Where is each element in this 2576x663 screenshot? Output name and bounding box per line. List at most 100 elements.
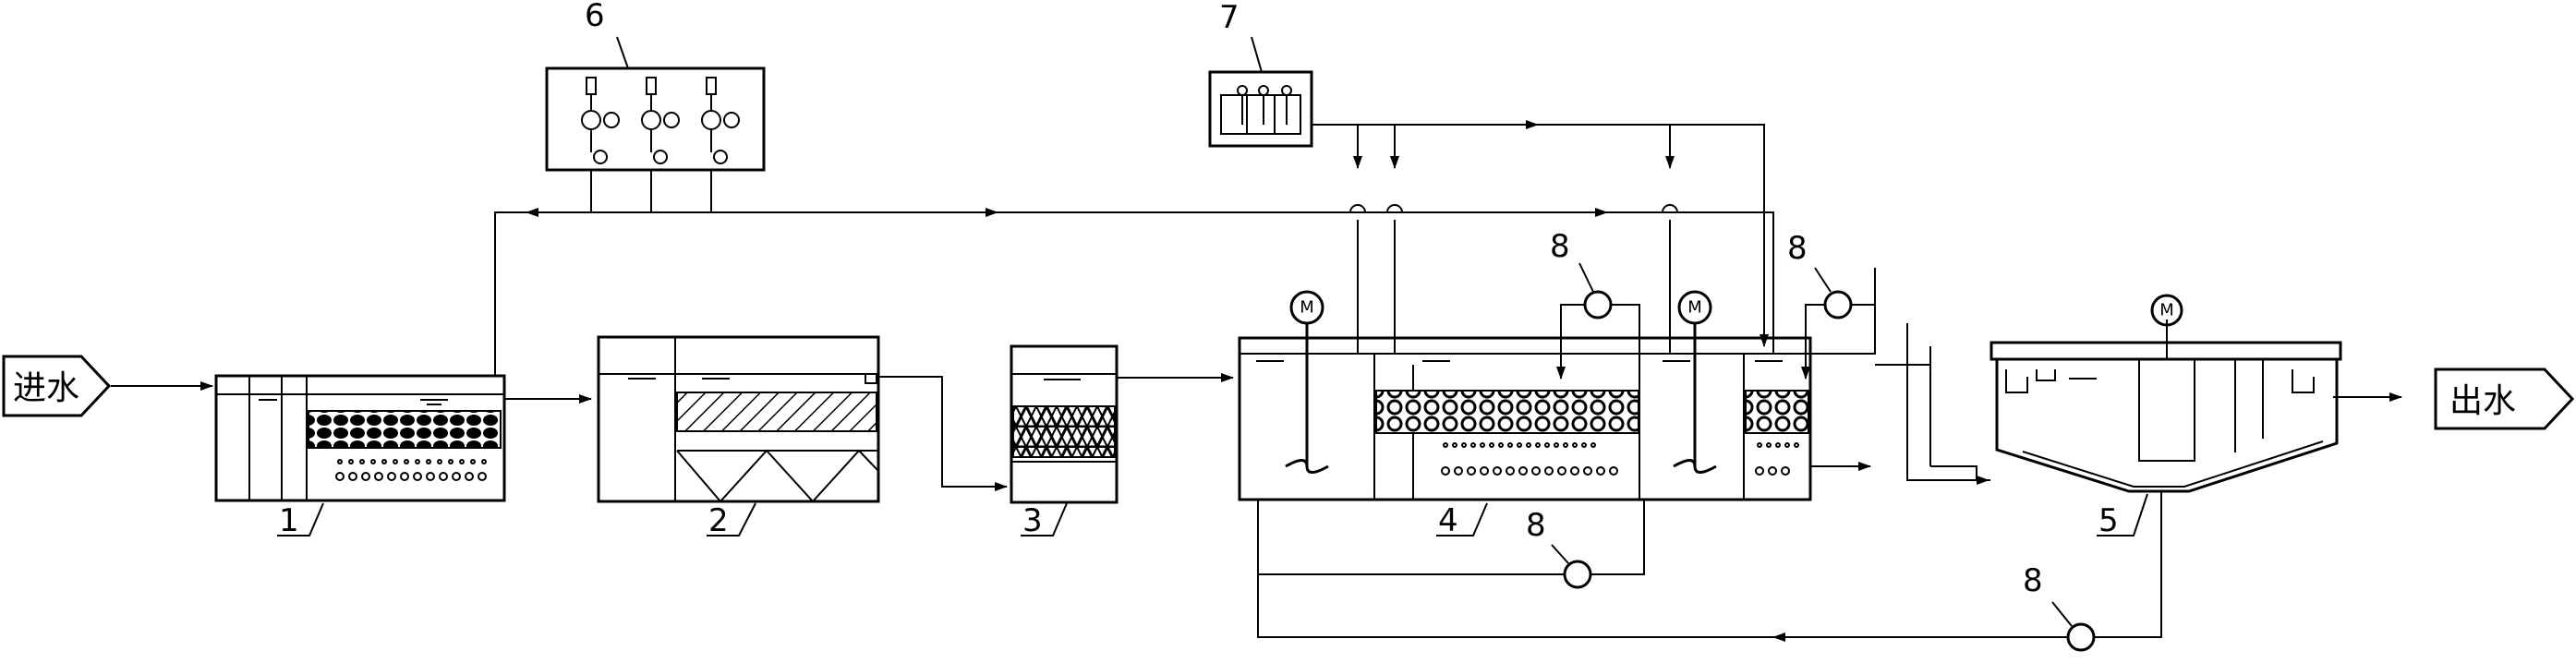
- aerator-dot: [1467, 466, 1476, 476]
- dosing-pump-part: [603, 112, 620, 128]
- aerator-dot: [374, 472, 383, 481]
- aerator-dot: [1554, 442, 1559, 448]
- unit-2-number: 2: [707, 502, 756, 539]
- aerator-dot: [359, 459, 365, 464]
- aerator-dot: [448, 459, 454, 464]
- aerator-dot: [337, 459, 343, 464]
- dosing-pump-part: [593, 150, 608, 164]
- dosing-pump-part: [713, 150, 728, 164]
- svg-text:4: 4: [1438, 502, 1458, 539]
- aerator-dot: [459, 459, 465, 464]
- aerator-dot: [1544, 466, 1554, 476]
- unit-1-number: 1: [277, 502, 324, 539]
- unit-8-number-b: 8: [1787, 230, 1832, 293]
- aerator-dot: [437, 459, 442, 464]
- svg-text:7: 7: [1219, 0, 1240, 36]
- aerator-dot: [1526, 442, 1531, 448]
- dosing-pump-part: [706, 77, 717, 95]
- unit-8-pump-sludge: [1257, 491, 2162, 652]
- aerator-dot: [1590, 442, 1596, 448]
- svg-text:2: 2: [708, 502, 729, 539]
- dosing-pump-part: [663, 112, 680, 128]
- aerator-dot: [1757, 442, 1762, 448]
- aerator-dot: [1480, 466, 1489, 476]
- aerator-dot: [470, 459, 476, 464]
- aerator-dot: [335, 472, 345, 481]
- aerator-dot: [1480, 442, 1485, 448]
- aerator-dot: [381, 459, 387, 464]
- svg-text:8: 8: [2023, 562, 2043, 599]
- aerator-dot: [1766, 442, 1772, 448]
- dosing-pump-part: [586, 77, 597, 95]
- aerator-dot: [1768, 466, 1777, 476]
- aerator-dot: [1441, 466, 1450, 476]
- aerator-dot: [348, 472, 357, 481]
- svg-text:1: 1: [279, 502, 299, 539]
- aerator-dot: [1563, 442, 1568, 448]
- aerator-dot: [1506, 466, 1515, 476]
- aerator-dot: [1781, 466, 1790, 476]
- aerator-dot: [1443, 442, 1448, 448]
- aerator-dot: [439, 472, 448, 481]
- aerator-dot: [413, 472, 422, 481]
- unit-2-tank: [597, 335, 880, 503]
- inlet-arrow-box: 进水: [2, 355, 112, 417]
- aerator-dot: [1517, 442, 1522, 448]
- aerator-dot: [1609, 466, 1618, 476]
- aerator-dot: [1755, 466, 1764, 476]
- svg-text:M: M: [1300, 298, 1314, 318]
- dosing-pump-part: [646, 77, 657, 95]
- unit-3-number: 3: [1021, 502, 1068, 539]
- aerator-dot: [1531, 466, 1541, 476]
- pipe-4-5: [1906, 323, 1990, 481]
- inlet-label: 进水: [13, 369, 79, 407]
- unit-1-tank: [214, 374, 506, 502]
- aerator-dot: [481, 459, 487, 464]
- svg-text:8: 8: [1526, 507, 1546, 544]
- unit-5-number: 5: [2097, 493, 2148, 539]
- svg-text:6: 6: [585, 0, 605, 34]
- aerator-dot: [1535, 442, 1541, 448]
- unit-8-number-c: 8: [1526, 507, 1569, 564]
- chemical-main-line: [494, 211, 1774, 376]
- svg-text:M: M: [1687, 298, 1702, 318]
- unit-8-pump-recycle-top: [1556, 290, 1640, 434]
- unit-4-tank: M M: [1238, 290, 1812, 501]
- aerator-dot: [1454, 466, 1463, 476]
- aerator-dot: [1784, 442, 1790, 448]
- unit-6-number: 6: [585, 0, 629, 69]
- aerator-dot: [1498, 442, 1504, 448]
- aerator-dot: [465, 472, 474, 481]
- aerator-dot: [1572, 442, 1578, 448]
- unit-8-number-d: 8: [2023, 562, 2073, 627]
- outlet-label: 出水: [2449, 382, 2516, 420]
- aerator-dot: [1518, 466, 1528, 476]
- svg-text:3: 3: [1022, 502, 1043, 539]
- unit-4-number: 4: [1436, 502, 1488, 539]
- aerator-dot: [452, 472, 461, 481]
- svg-text:8: 8: [1787, 230, 1808, 267]
- aerator-dot: [426, 459, 431, 464]
- unit-7-number: 7: [1219, 0, 1263, 73]
- aerator-dot: [1583, 466, 1592, 476]
- aerator-dot: [370, 459, 376, 464]
- aerator-dot: [1775, 442, 1781, 448]
- svg-text:5: 5: [2098, 502, 2119, 539]
- aerator-dot: [1461, 442, 1467, 448]
- aerator-dot: [404, 459, 409, 464]
- unit-3-tank: [1010, 344, 1119, 504]
- aerator-dot: [1507, 442, 1513, 448]
- aerator-dot: [1493, 466, 1502, 476]
- pipe-4-5-riser: [1810, 268, 1876, 355]
- aerator-dot: [1570, 466, 1579, 476]
- aerator-dot: [415, 459, 420, 464]
- unit-6-dosing-station: [545, 66, 766, 172]
- aerator-dot: [1794, 442, 1799, 448]
- unit-5-clarifier: M: [1989, 294, 2342, 493]
- dosing-pump-part: [653, 150, 668, 164]
- aerator-dot: [387, 472, 396, 481]
- aerator-dot: [1557, 466, 1566, 476]
- dosing-pump-part: [581, 110, 601, 130]
- aerator-dot: [1544, 442, 1550, 448]
